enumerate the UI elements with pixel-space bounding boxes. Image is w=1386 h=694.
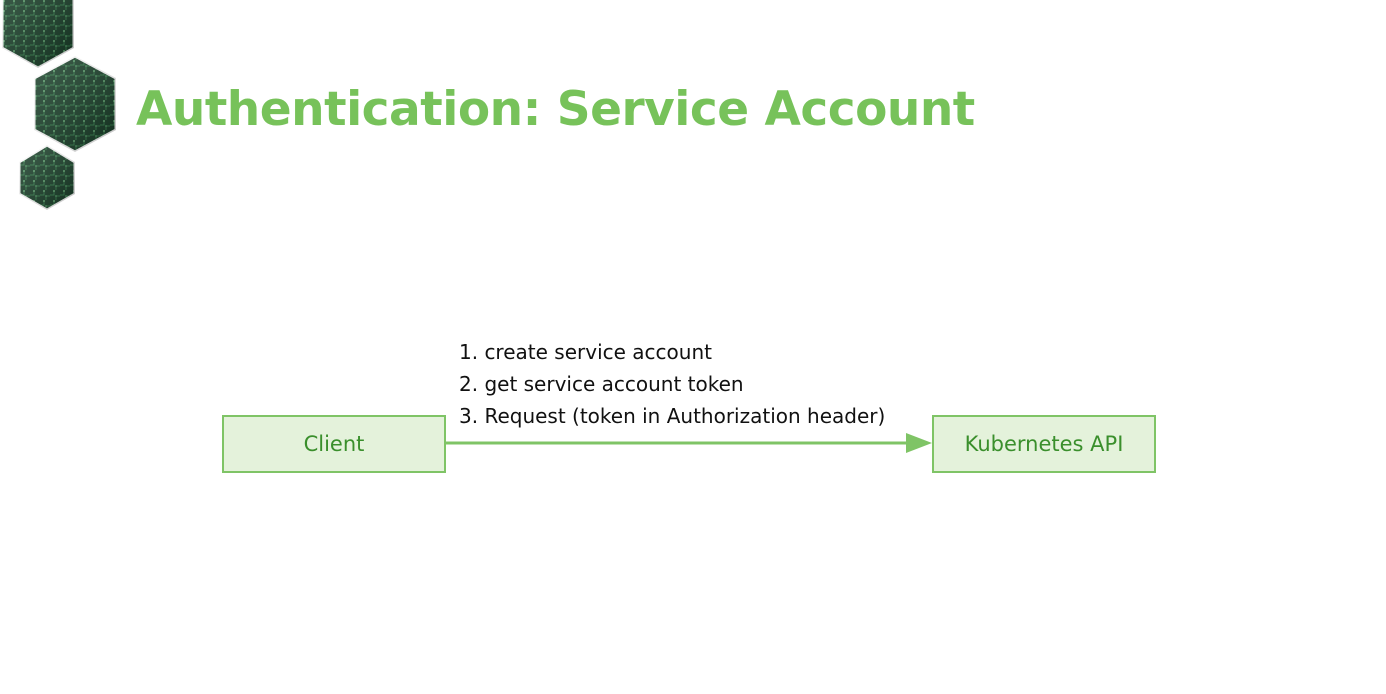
step-item: 1. create service account <box>459 340 712 364</box>
hexagon-middle-icon <box>32 54 118 154</box>
step-item: 3. Request (token in Authorization heade… <box>459 404 886 428</box>
client-node: Client <box>222 415 446 473</box>
step-list: 1. create service account 2. get service… <box>459 336 885 432</box>
kubernetes-api-node: Kubernetes API <box>932 415 1156 473</box>
step-item: 2. get service account token <box>459 372 744 396</box>
hexagon-cluster-logo-icon <box>0 0 118 212</box>
slide-title: Authentication: Service Account <box>136 82 975 137</box>
arrow-head-icon <box>906 433 932 453</box>
hexagon-top-icon <box>0 0 76 70</box>
hexagon-bottom-icon <box>17 143 77 212</box>
kubernetes-api-node-label: Kubernetes API <box>964 432 1124 456</box>
client-node-label: Client <box>303 432 365 456</box>
